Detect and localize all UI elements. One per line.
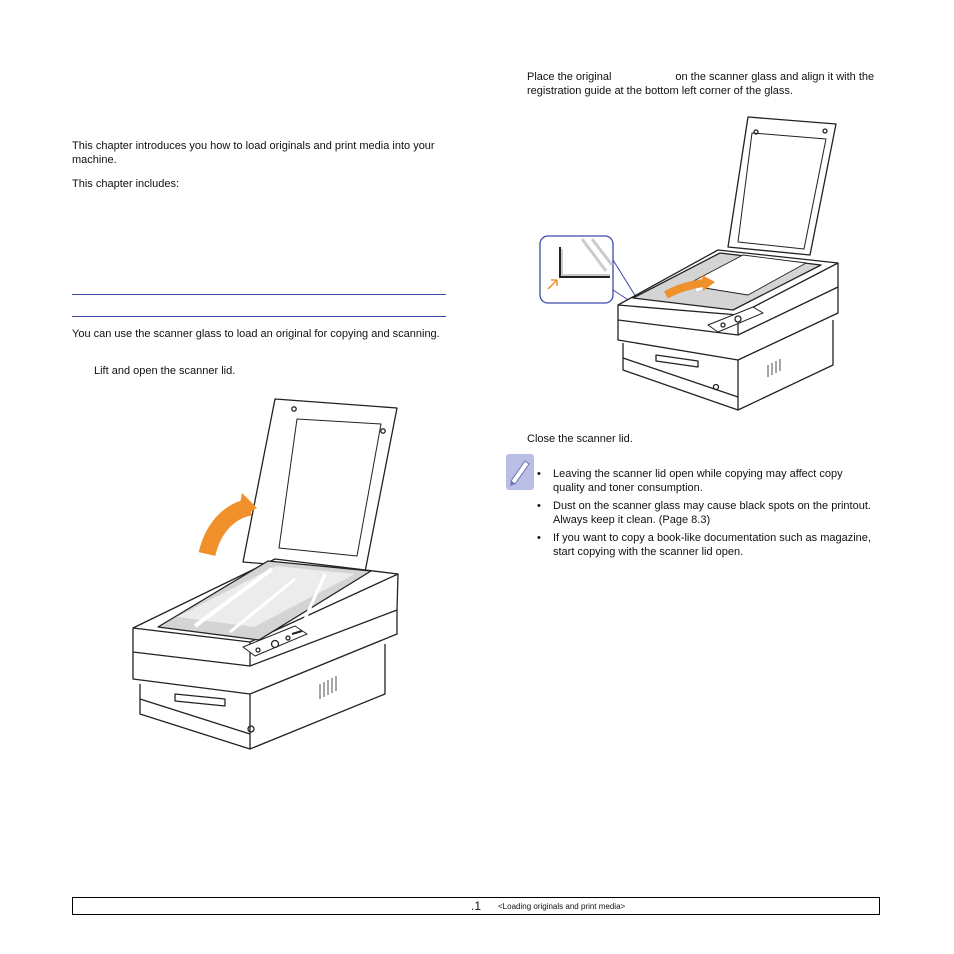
page-footer: .1 <Loading originals and print media>	[72, 897, 880, 915]
includes-label: This chapter includes:	[72, 178, 179, 190]
section-rule-top	[72, 294, 446, 295]
page-number: .1	[471, 899, 482, 913]
section-rule-bottom	[72, 316, 446, 317]
note-pencil-icon	[506, 454, 534, 490]
intro-paragraph: This chapter introduces you how to load …	[72, 140, 435, 166]
registration-guide-inset	[539, 235, 637, 306]
placement-arrow-icon	[663, 275, 715, 299]
step-1-text: Lift and open the scanner lid.	[94, 365, 236, 377]
glass-intro-paragraph: You can use the scanner glass to load an…	[72, 328, 440, 340]
step-2-part-1: Place the original	[527, 71, 612, 83]
lift-arrow-icon	[198, 493, 257, 557]
note-item: Dust on the scanner glass may cause blac…	[537, 499, 877, 527]
step-2-part-2: on the scanner glass and align it with t…	[527, 71, 875, 97]
step-3-text: Close the scanner lid.	[527, 433, 633, 445]
note-list: Leaving the scanner lid open while copyi…	[537, 467, 877, 563]
scanner-placement-illustration	[539, 116, 839, 411]
note-item: Leaving the scanner lid open while copyi…	[537, 467, 877, 495]
scanner-open-illustration	[132, 398, 399, 750]
chapter-name: <Loading originals and print media>	[498, 902, 626, 911]
note-item: If you want to copy a book-like document…	[537, 531, 877, 559]
